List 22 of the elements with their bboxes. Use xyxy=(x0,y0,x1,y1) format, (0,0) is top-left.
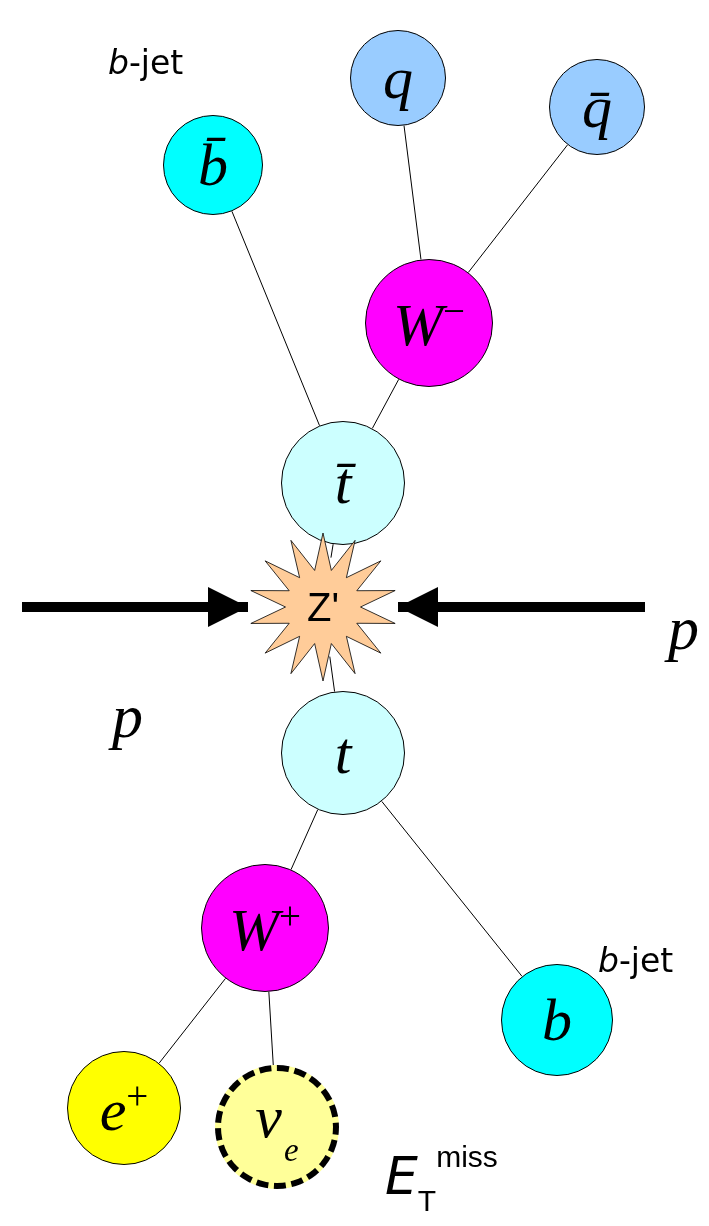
particle-symbol: b̄ xyxy=(198,135,228,195)
particle-symbol: Z' xyxy=(306,584,340,630)
particle-symbol: t xyxy=(334,723,352,783)
decay-line xyxy=(381,800,523,977)
decay-line xyxy=(231,210,321,427)
beam-arrow xyxy=(22,587,248,627)
decay-line xyxy=(158,977,227,1064)
particle-symbol: ν$_{e}$ xyxy=(255,1087,299,1167)
particle-label: b-jet xyxy=(598,943,674,980)
decay-line xyxy=(371,378,400,429)
particle-label: b-jet xyxy=(108,45,184,82)
decay-line xyxy=(330,543,334,559)
decay-line xyxy=(467,144,569,273)
decay-line xyxy=(329,656,336,693)
particle-symbol: e$^{+}$ xyxy=(99,1075,149,1141)
particle-symbol: W$^{+}$ xyxy=(229,895,301,961)
decay-line xyxy=(290,809,319,871)
decay-line xyxy=(268,991,274,1066)
particle-symbol: b xyxy=(542,990,572,1050)
beam-arrow xyxy=(398,587,645,627)
decay-line xyxy=(403,125,422,260)
particle-symbol: W$^{−}$ xyxy=(393,290,465,356)
